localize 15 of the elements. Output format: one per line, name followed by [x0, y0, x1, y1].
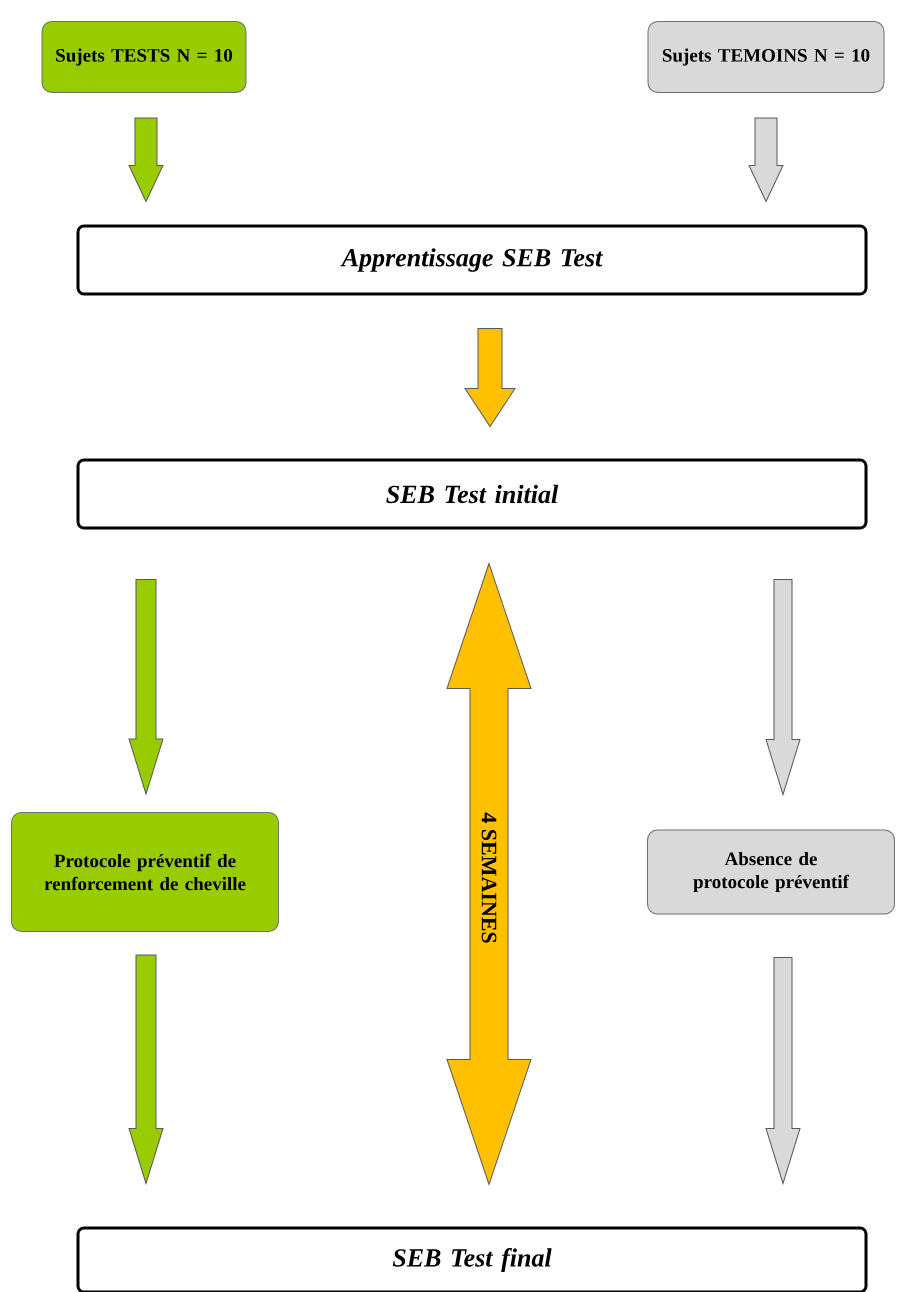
step-box: SEB Test initial	[76, 458, 868, 530]
block-arrow	[765, 957, 801, 1184]
block-arrow	[446, 563, 532, 1185]
group-box: Sujets TESTS N = 10	[41, 21, 247, 93]
block-arrow	[748, 117, 784, 202]
block-arrow	[128, 117, 164, 202]
block-arrow	[128, 954, 164, 1184]
step-box: SEB Test final	[76, 1226, 868, 1292]
block-arrow	[128, 579, 164, 795]
group-box: Protocole préventif de renforcement de cheville	[11, 812, 279, 932]
block-arrow	[464, 328, 516, 427]
step-box: Apprentissage SEB Test	[76, 224, 868, 296]
group-box: Absence de protocole préventif	[647, 829, 895, 915]
block-arrow	[765, 579, 801, 795]
group-box: Sujets TEMOINS N = 10	[647, 21, 885, 93]
